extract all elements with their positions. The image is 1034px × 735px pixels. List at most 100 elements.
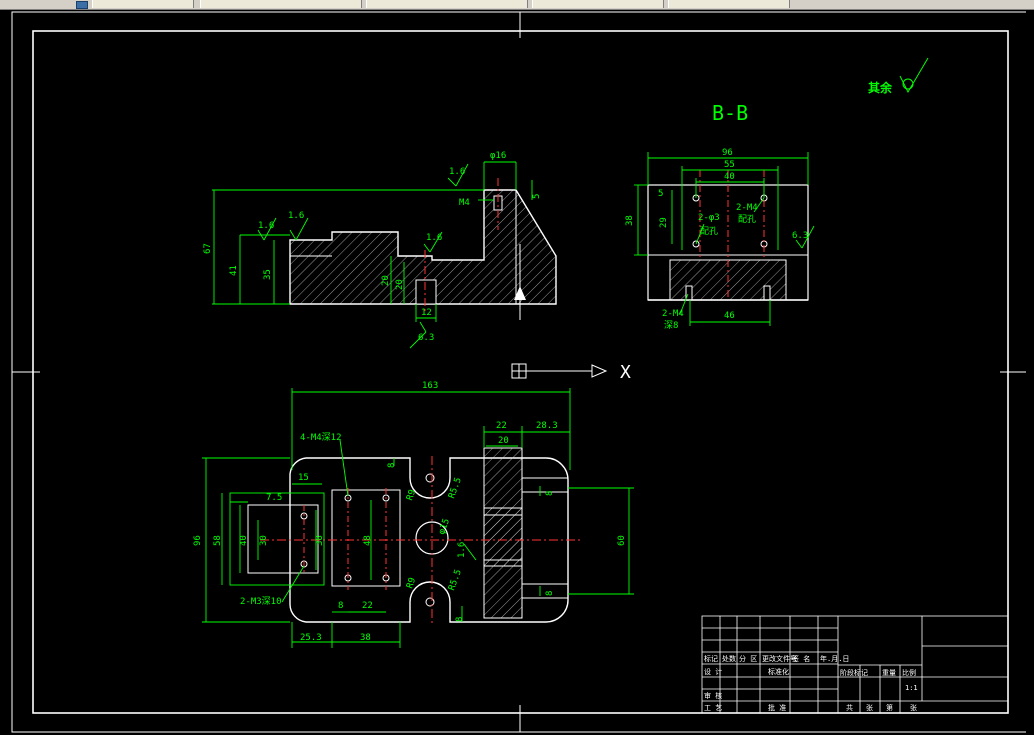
dim-text: φ15 xyxy=(437,517,452,536)
dim-text: 29 xyxy=(659,217,669,228)
front-view[interactable] xyxy=(289,178,557,320)
dim-text: 48 xyxy=(363,535,373,546)
drawing-sheet-border xyxy=(11,11,1029,733)
toolbar-tab-1[interactable] xyxy=(92,0,194,8)
roughness-value: 1.6 xyxy=(426,233,442,243)
section-view-dimensions xyxy=(634,152,815,326)
svg-text:设 计: 设 计 xyxy=(704,667,722,676)
app-toolbar-strip xyxy=(0,0,1034,10)
svg-text:标准化: 标准化 xyxy=(768,667,789,676)
svg-text:1:1: 1:1 xyxy=(905,684,918,692)
front-view-dimension-text: φ16 5 M4 67 41 35 20 20 12 1.6 1.6 1.6 1… xyxy=(203,151,542,343)
dim-text: R9 xyxy=(405,576,418,590)
svg-text:阶段标记: 阶段标记 xyxy=(840,668,868,677)
right-gutter xyxy=(1026,10,1034,735)
front-view-dimensions xyxy=(212,161,533,349)
svg-text:年.月.日: 年.月.日 xyxy=(820,654,849,663)
roughness-value: 6.3 xyxy=(418,333,434,343)
svg-text:张: 张 xyxy=(910,703,917,712)
document-icon[interactable] xyxy=(76,1,88,9)
svg-text:更改文件号: 更改文件号 xyxy=(762,654,797,663)
svg-text:审 核: 审 核 xyxy=(704,691,722,700)
svg-text:处数: 处数 xyxy=(722,654,736,663)
title-block-text: 标记 处数 分 区 更改文件号 签 名 年.月.日 设 计 标准化 阶段标记 重… xyxy=(704,654,918,712)
dim-text: 2-φ3 xyxy=(698,213,720,223)
plan-view-dimensions xyxy=(202,388,634,648)
dim-text: 163 xyxy=(422,381,438,391)
dim-text: 46 xyxy=(724,311,735,321)
roughness-value: 6.3 xyxy=(792,231,808,241)
dim-text: 8 xyxy=(545,591,555,596)
dim-text: 5 xyxy=(658,189,663,199)
dim-text: 38 xyxy=(625,215,635,226)
dim-text: 5 xyxy=(532,194,542,199)
dim-text: 35 xyxy=(263,269,273,280)
dim-text: 8 xyxy=(387,463,397,468)
dim-text: 8 xyxy=(455,617,465,622)
svg-text:第: 第 xyxy=(886,703,893,712)
ucs-axis-icon: X xyxy=(511,362,631,383)
svg-text:共: 共 xyxy=(846,703,853,712)
dim-text: R9 xyxy=(405,488,418,502)
dim-text: 配孔 xyxy=(738,214,756,225)
dim-text: 22 xyxy=(362,601,373,611)
dim-text: 1.6 xyxy=(457,542,467,558)
general-roughness-note: 其余 xyxy=(868,57,929,95)
dim-text: M4 xyxy=(459,198,470,208)
dim-text: 2-M3深10 xyxy=(240,596,282,607)
toolbar-tab-4[interactable] xyxy=(532,0,664,8)
dim-text: 38 xyxy=(360,633,371,643)
dim-text: 12 xyxy=(421,308,432,318)
dim-text: 深8 xyxy=(664,320,678,331)
roughness-value: 1.6 xyxy=(258,221,274,231)
dim-text: 20 xyxy=(395,279,405,290)
svg-text:工 艺: 工 艺 xyxy=(704,704,722,712)
section-view-bb[interactable] xyxy=(647,170,809,301)
svg-text:比例: 比例 xyxy=(902,668,916,677)
dim-text: 41 xyxy=(229,265,239,276)
dim-text: 30 xyxy=(259,535,269,546)
title-block[interactable] xyxy=(701,615,1009,714)
dim-text: 38 xyxy=(315,535,325,546)
section-view-dimension-text: 96 55 40 5 29 38 2-φ3 配孔 2-M4 配孔 2-M4 深8… xyxy=(625,148,808,331)
svg-text:其余: 其余 xyxy=(868,80,893,95)
dim-text: 20 xyxy=(498,436,509,446)
dim-text: 25.3 xyxy=(300,633,322,643)
dim-text: 配孔 xyxy=(700,226,718,237)
roughness-value: 1.6 xyxy=(449,167,465,177)
svg-text:标记: 标记 xyxy=(704,654,718,663)
svg-text:重量: 重量 xyxy=(882,669,896,677)
svg-text:分 区: 分 区 xyxy=(739,654,757,663)
svg-text:张: 张 xyxy=(866,703,873,712)
svg-text:签 名: 签 名 xyxy=(792,654,810,663)
dim-text: 67 xyxy=(203,243,213,254)
dim-text: 22 xyxy=(496,421,507,431)
toolbar-tab-2[interactable] xyxy=(200,0,362,8)
toolbar-tab-5[interactable] xyxy=(668,0,790,8)
dim-text: 7.5 xyxy=(266,493,282,503)
roughness-value: 1.6 xyxy=(288,211,304,221)
svg-text:批 准: 批 准 xyxy=(768,703,786,712)
dim-text: 96 xyxy=(193,535,203,546)
dim-text: 40 xyxy=(724,172,735,182)
dim-text: 60 xyxy=(617,535,627,546)
dim-text: 8 xyxy=(545,491,555,496)
dim-text: R5.5 xyxy=(447,568,464,592)
dim-text: 28.3 xyxy=(536,421,558,431)
dim-text: 15 xyxy=(298,473,309,483)
dim-text: 4-M4深12 xyxy=(300,432,342,443)
toolbar-tab-3[interactable] xyxy=(366,0,528,8)
dim-text: φ16 xyxy=(490,151,506,161)
dim-text: 58 xyxy=(213,535,223,546)
dim-text: 2-M4 xyxy=(662,309,684,319)
svg-text:X: X xyxy=(620,362,631,383)
dim-text: 96 xyxy=(722,148,733,158)
dim-text: 55 xyxy=(724,160,735,170)
dim-text: 8 xyxy=(338,601,343,611)
dim-text: 40 xyxy=(239,535,249,546)
plan-view[interactable] xyxy=(229,447,580,626)
dim-text: 20 xyxy=(381,275,391,286)
view-label: B-B xyxy=(712,101,748,125)
dim-text: 2-M4 xyxy=(736,203,758,213)
